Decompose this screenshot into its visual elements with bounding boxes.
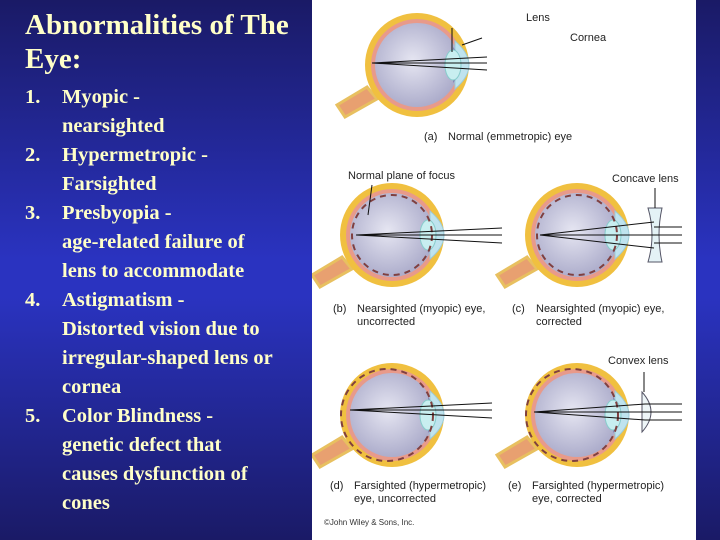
slide-title: Abnormalities of The Eye:: [25, 9, 289, 75]
caption-c: (c)Nearsighted (myopic) eye, corrected: [512, 303, 665, 328]
list-item: 5.Color Blindness - genetic defect that …: [25, 405, 248, 514]
list-item: 2.Hypermetropic - Farsighted: [25, 144, 208, 195]
list-item: 4.Astigmatism - Distorted vision due to …: [25, 289, 273, 398]
lens-label: Lens: [526, 12, 550, 24]
caption-a: (a)Normal (emmetropic) eye: [424, 131, 573, 143]
convex-lens-label: Convex lens: [608, 355, 669, 367]
eye-diagrams: [312, 11, 682, 469]
normal-plane-label: Normal plane of focus: [348, 170, 455, 182]
eye-diagram-panel: Lens Cornea Normal plane of focus Concav…: [312, 0, 696, 540]
abnormalities-list: 1.Myopic - nearsighted 2.Hypermetropic -…: [25, 83, 315, 518]
myopic-corrected-illustration: [495, 181, 682, 289]
concave-lens-label: Concave lens: [612, 173, 679, 185]
copyright-text: ©John Wiley & Sons, Inc.: [324, 518, 415, 527]
farsighted-uncorrected-illustration: [312, 361, 493, 469]
farsighted-corrected-illustration: [495, 361, 682, 469]
list-item: 3.Presbyopia - age-related failure of le…: [25, 202, 245, 282]
list-item: 1.Myopic - nearsighted: [25, 86, 165, 137]
cornea-label: Cornea: [570, 32, 607, 44]
caption-d: (d)Farsighted (hypermetropic) eye, uncor…: [330, 480, 487, 505]
myopic-uncorrected-illustration: [312, 181, 503, 289]
caption-b: (b)Nearsighted (myopic) eye, uncorrected: [333, 303, 486, 328]
normal-eye-illustration: [335, 11, 488, 119]
caption-e: (e)Farsighted (hypermetropic) eye, corre…: [508, 480, 665, 505]
